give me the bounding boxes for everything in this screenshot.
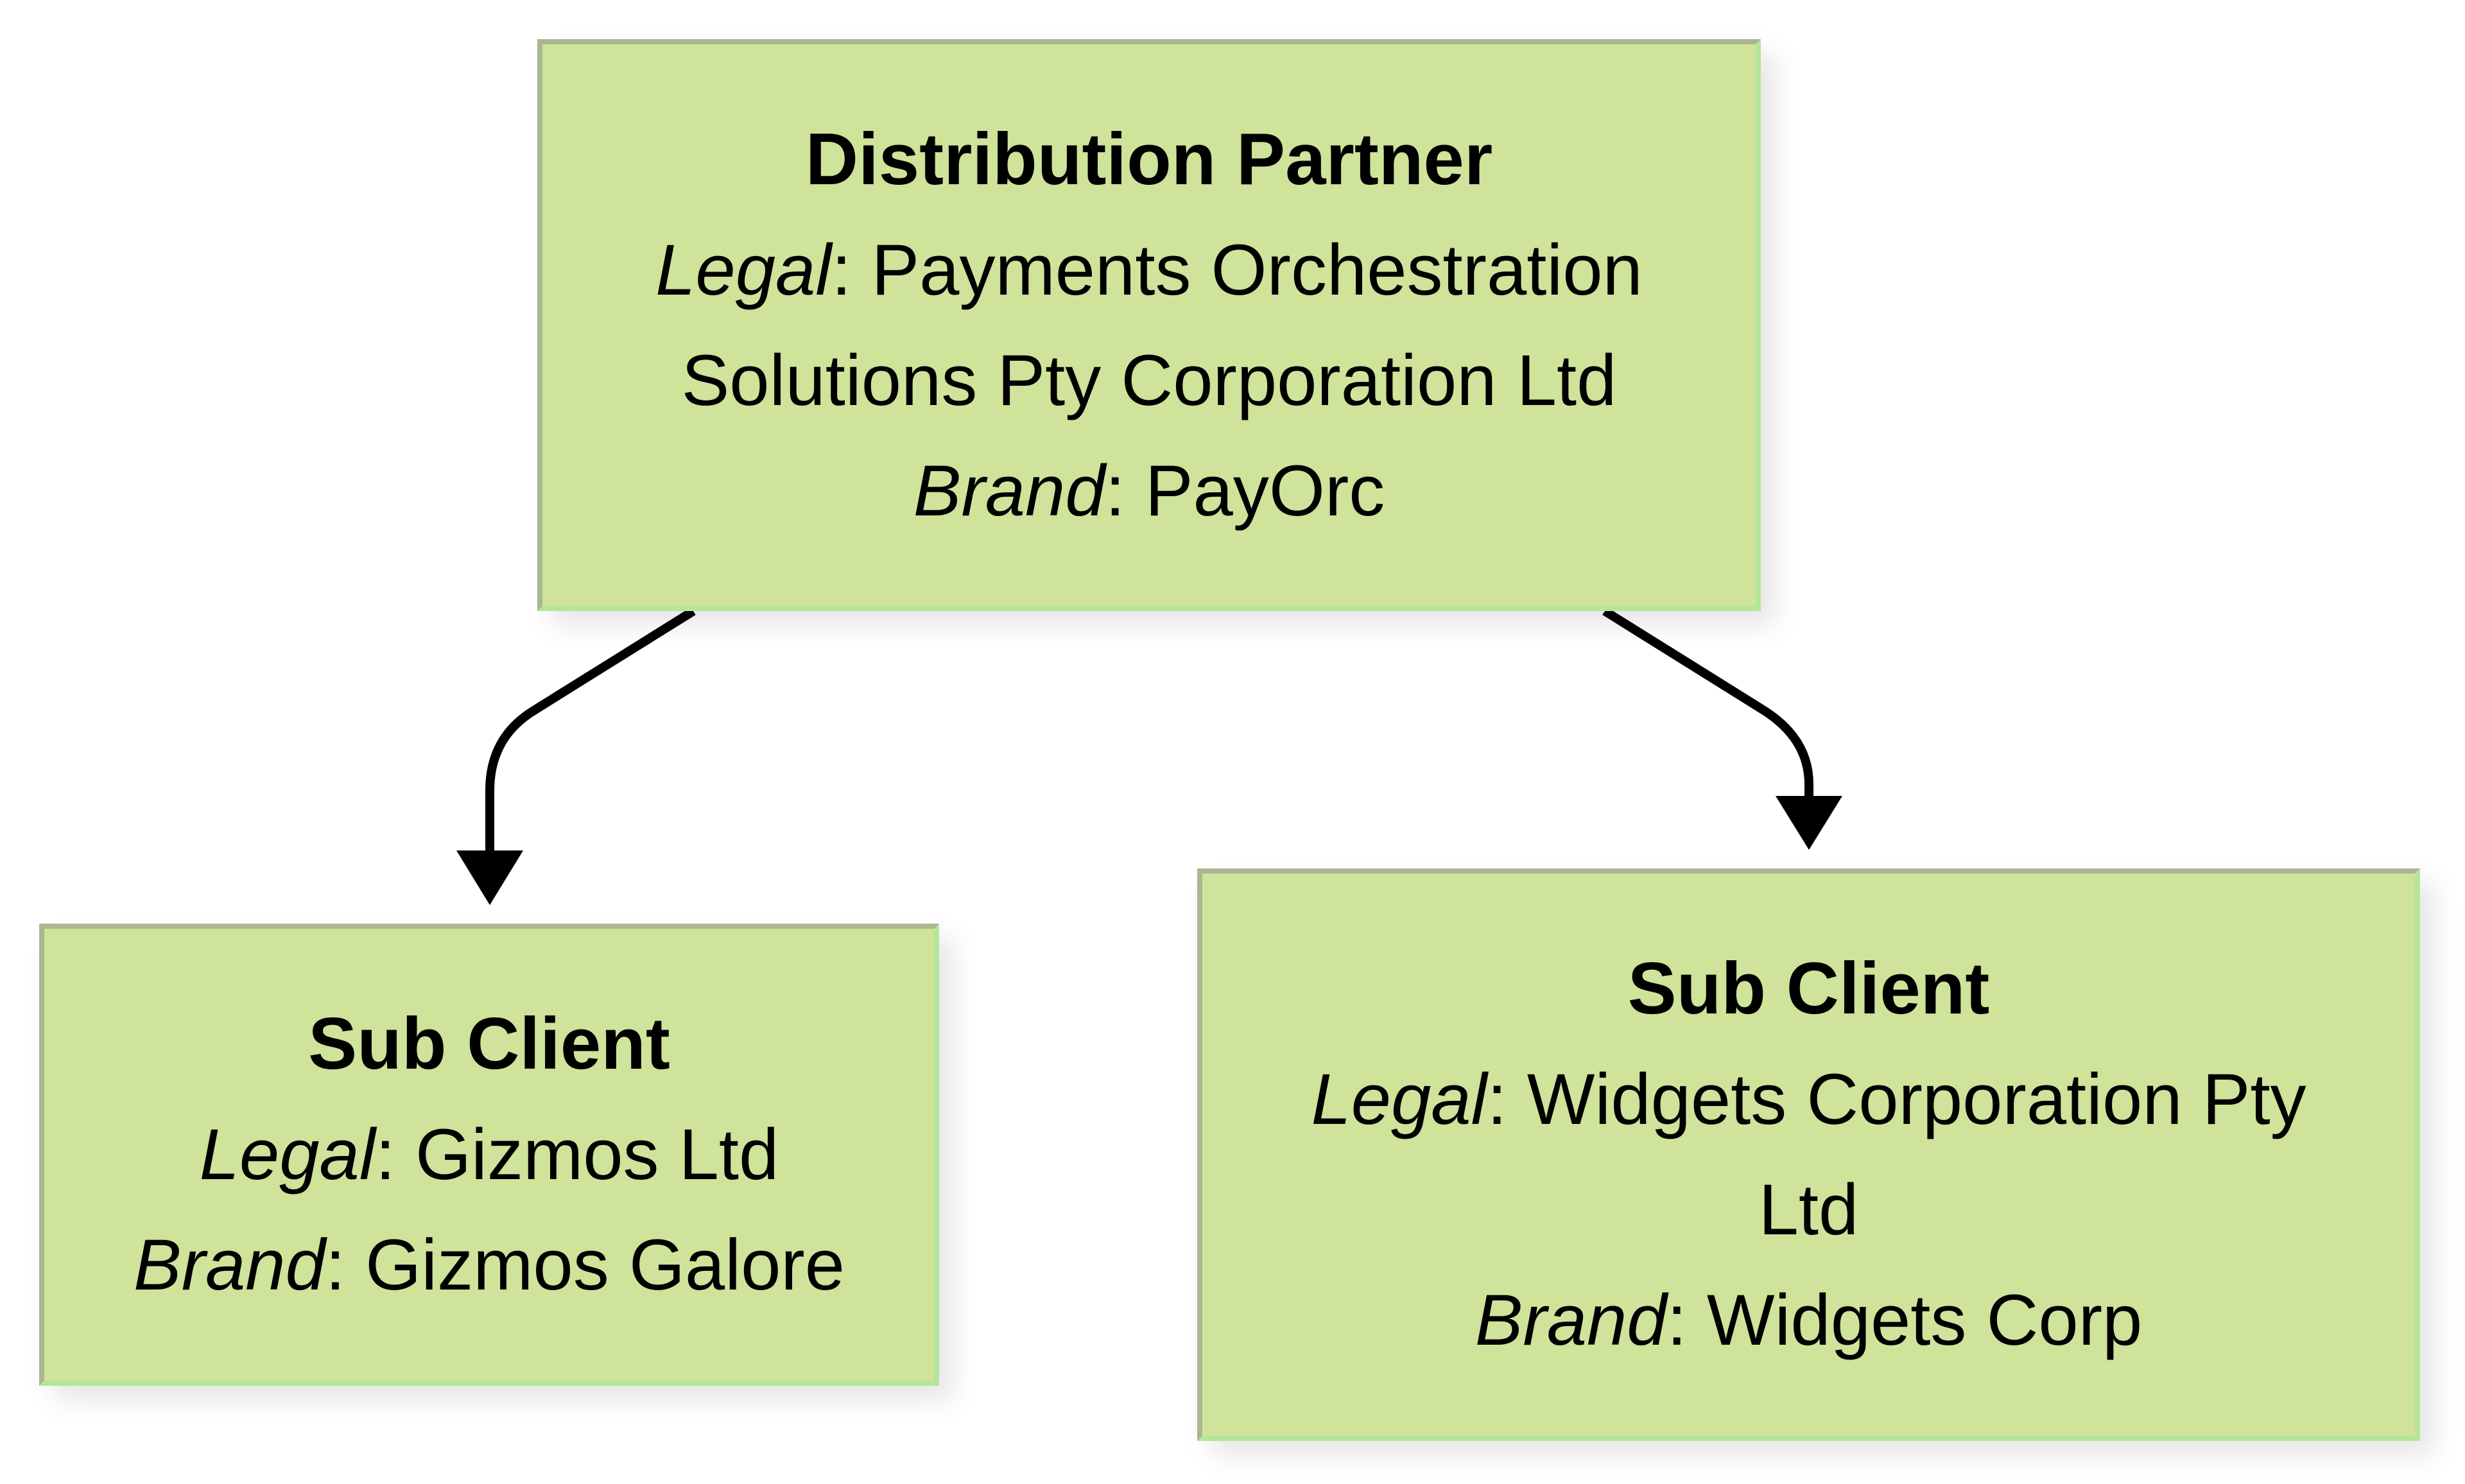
node-sub-client-widgets[interactable]: Sub Client Legal: Widgets Corporation Pt… xyxy=(1197,868,2420,1441)
edge-line xyxy=(1602,607,1813,799)
brand-value: : Gizmos Galore xyxy=(325,1225,845,1305)
node-distribution-partner[interactable]: Distribution Partner Legal: Payments Orc… xyxy=(537,39,1761,611)
node-legal-line: Legal: Payments Orchestration xyxy=(655,215,1643,325)
brand-value: : Widgets Corp xyxy=(1666,1280,2143,1360)
node-title: Distribution Partner xyxy=(805,118,1493,200)
node-legal-line-continued: Ltd xyxy=(1758,1169,1859,1250)
node-sub-client-gizmos[interactable]: Sub Client Legal: Gizmos Ltd Brand: Gizm… xyxy=(39,924,939,1386)
legal-label: Legal xyxy=(1311,1059,1487,1139)
edge-partner-to-widgets xyxy=(1602,607,1842,850)
node-legal-line-continued: Solutions Pty Corporation Ltd xyxy=(681,340,1617,420)
node-title: Sub Client xyxy=(308,1003,670,1085)
arrowhead-icon xyxy=(456,850,523,905)
node-legal-line: Legal: Gizmos Ltd xyxy=(200,1100,779,1210)
node-legal-line: Legal: Widgets Corporation Pty xyxy=(1311,1044,2306,1155)
legal-label: Legal xyxy=(655,229,832,310)
brand-label: Brand xyxy=(1475,1280,1667,1360)
brand-label: Brand xyxy=(134,1225,325,1305)
arrowhead-icon xyxy=(1776,796,1842,850)
brand-label: Brand xyxy=(913,450,1105,531)
node-brand-line: Brand: Widgets Corp xyxy=(1475,1265,2143,1376)
edge-partner-to-gizmos xyxy=(456,607,696,905)
legal-value: : Widgets Corporation Pty xyxy=(1487,1059,2306,1139)
node-brand-line: Brand: PayOrc xyxy=(913,436,1385,546)
legal-value: : Payments Orchestration xyxy=(831,229,1643,310)
edge-line xyxy=(485,607,696,854)
node-title: Sub Client xyxy=(1627,948,1990,1030)
legal-label: Legal xyxy=(199,1114,376,1195)
legal-value: : Gizmos Ltd xyxy=(375,1114,779,1195)
brand-value: : PayOrc xyxy=(1105,450,1385,531)
node-brand-line: Brand: Gizmos Galore xyxy=(134,1210,845,1320)
